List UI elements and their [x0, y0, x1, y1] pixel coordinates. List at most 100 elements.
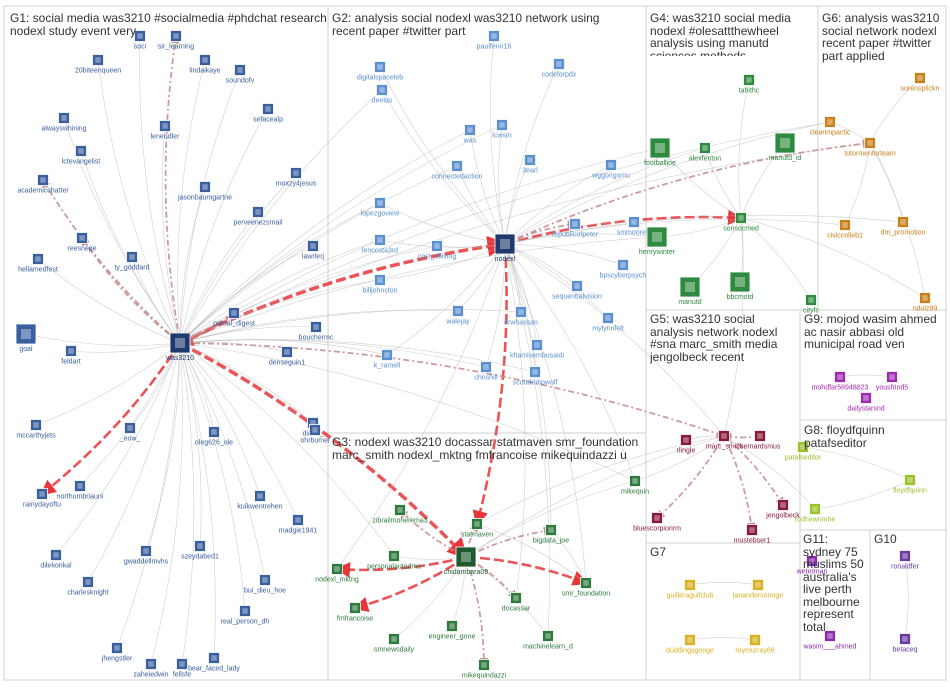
- node-reesnepe[interactable]: reesnepe: [67, 232, 97, 253]
- node-roymurray66[interactable]: roymurray66: [735, 634, 775, 655]
- node-northumbriauni[interactable]: northumbriauni: [57, 480, 104, 501]
- node-soci[interactable]: soci: [134, 30, 147, 51]
- node-cost_ofliving[interactable]: cost_ofliving: [418, 240, 457, 261]
- node-oleg626_ole[interactable]: oleg626_ole: [195, 426, 233, 447]
- node-sequentialvision[interactable]: sequentialvision: [552, 280, 602, 301]
- node-mylynnfelt[interactable]: mylynnfelt: [592, 312, 624, 333]
- node-20biteenqueen[interactable]: 20biteenqueen: [75, 54, 121, 75]
- node-nodexl[interactable]: nodexl: [494, 233, 516, 263]
- node-mikequin[interactable]: mikequin: [621, 475, 649, 496]
- node-tutormentorteam[interactable]: tutormentorteam: [844, 137, 896, 158]
- node-clearimpactic[interactable]: clearimpactic: [810, 116, 851, 137]
- node-bbcmotd[interactable]: bbcmotd: [727, 271, 754, 301]
- node-dilekonkal[interactable]: dilekonkal: [40, 549, 72, 570]
- node-was3210[interactable]: was3210: [165, 332, 194, 362]
- node-floydfquinn[interactable]: floydfquinn: [893, 474, 927, 495]
- node-denseguin1[interactable]: denseguin1: [269, 346, 305, 367]
- node-zibrailmohemma3[interactable]: zibrailmohemma3: [372, 504, 428, 525]
- node-lindaikaye[interactable]: lindaikaye: [189, 54, 221, 75]
- node-bernardsmus[interactable]: bernardsmus: [740, 430, 781, 451]
- node-deelas[interactable]: deelas: [372, 84, 393, 105]
- node-_eow_[interactable]: _eow_: [119, 422, 141, 443]
- node-sir_learning[interactable]: sir_learning: [158, 30, 194, 51]
- node-moxzy4jesus[interactable]: moxzy4jesus: [276, 167, 317, 188]
- node-lopezgoview[interactable]: lopezgoview: [361, 197, 400, 218]
- node-smmooreirl[interactable]: smmooreirl: [617, 216, 652, 237]
- node-rlingle[interactable]: rlingle: [677, 434, 696, 455]
- node-smr_foundation[interactable]: smr_foundation: [562, 577, 610, 598]
- node-patafseditor[interactable]: patafseditor: [785, 441, 822, 462]
- node-henrywinter[interactable]: henrywinter: [639, 226, 676, 256]
- node-jengolbeck[interactable]: jengolbeck: [765, 499, 800, 520]
- node-marc_smith[interactable]: marc_smith: [706, 430, 742, 451]
- node-dailystarsnd[interactable]: dailystarsnd: [847, 392, 885, 413]
- node-wasim___ahmed[interactable]: wasim___ahmed: [803, 630, 857, 651]
- node-billjohnston[interactable]: billjohnston: [362, 274, 398, 295]
- node-wggongsmu[interactable]: wggongsmu: [591, 159, 630, 180]
- node-engineer_gone[interactable]: engineer_gone: [429, 620, 476, 641]
- node-cityfc[interactable]: cityfc: [803, 294, 819, 315]
- node-rodhewnmhe[interactable]: rodhewnmhe: [795, 503, 836, 524]
- node-real_person_dh[interactable]: real_person_dh: [221, 605, 270, 626]
- node-jasonbaumgartne[interactable]: jasonbaumgartne: [177, 181, 232, 202]
- node-mustebser1[interactable]: mustebser1: [734, 524, 771, 545]
- node-academicchatter[interactable]: academicchatter: [17, 174, 69, 195]
- node-bluescorpionrm[interactable]: bluescorpionrm: [633, 512, 681, 533]
- node-bui_dieu_hoe[interactable]: bui_dieu_hoe: [244, 574, 286, 595]
- node-connectedaction[interactable]: connectedaction: [432, 160, 483, 181]
- node-tahithc[interactable]: tahithc: [739, 74, 760, 95]
- node-lencosta3rd[interactable]: lencosta3rd: [362, 234, 398, 255]
- node-manutd[interactable]: manutd: [678, 276, 702, 306]
- node-duddingsgonge[interactable]: duddingsgonge: [666, 634, 714, 655]
- node-bear_faced_lady[interactable]: bear_faced_lady: [188, 652, 240, 673]
- node-lcwsm[interactable]: lcwsm: [492, 119, 512, 140]
- node-bpscyberpsych[interactable]: bpscyberpsych: [600, 259, 647, 280]
- node-weterman[interactable]: weterman: [796, 555, 828, 576]
- node-perveenezsmail[interactable]: perveenezsmail: [233, 206, 283, 227]
- node-ty_goddard[interactable]: ty_goddard: [114, 251, 150, 272]
- node-bigdata_joe[interactable]: bigdata_joe: [533, 524, 569, 545]
- node-personalautodms[interactable]: personalautodms: [367, 550, 421, 571]
- node-gwaddellmvhs[interactable]: gwaddellmvhs: [124, 545, 169, 566]
- node-walejay[interactable]: walejay: [445, 305, 470, 326]
- node-sorensplickn[interactable]: sorensplickn: [901, 72, 940, 93]
- node-kuikwentrehen[interactable]: kuikwentrehen: [237, 490, 283, 511]
- node-yousfrind5[interactable]: yousfrind5: [876, 371, 908, 392]
- node-mohdfar56948823[interactable]: mohdfar56948823: [812, 371, 869, 392]
- node-docassar[interactable]: docassar: [502, 592, 531, 613]
- node-betaceq[interactable]: betaceq: [893, 633, 918, 654]
- node-nodexl_mktng[interactable]: nodexl_mktng: [315, 563, 359, 584]
- node-mikequindazzi[interactable]: mikequindazzi: [462, 659, 507, 680]
- node-jhengstler[interactable]: jhengstler: [101, 642, 133, 663]
- node-feldart[interactable]: feldart: [61, 345, 81, 366]
- node-szeydabed1[interactable]: szeydabed1: [181, 540, 219, 561]
- node-civiccolleb1[interactable]: civiccolleb1: [827, 219, 863, 240]
- node-soundofv[interactable]: soundofv: [226, 64, 255, 85]
- node-chrishill[interactable]: chrishill: [474, 361, 498, 382]
- node-sefacealp[interactable]: sefacealp: [253, 103, 283, 124]
- node-chidambara09[interactable]: chidambara09: [444, 546, 488, 576]
- node-ohrbumei[interactable]: ohrbumei: [300, 424, 330, 445]
- node-fellsfe[interactable]: fellsfe: [173, 658, 191, 679]
- node-ronaldfer[interactable]: ronaldfer: [891, 550, 919, 571]
- node-digitalspaceleb[interactable]: digitalspaceleb: [357, 61, 403, 82]
- node-fmfrancoise[interactable]: fmfrancoise: [337, 602, 373, 623]
- node-lawrlerj[interactable]: lawrlerj: [302, 240, 325, 261]
- node-goal[interactable]: goal: [15, 323, 37, 353]
- node-3earl[interactable]: 3earl: [522, 154, 538, 175]
- node-mccarthyjets[interactable]: mccarthyjets: [16, 419, 56, 440]
- node-machinelearn_d[interactable]: machinelearn_d: [523, 630, 573, 651]
- node-lanandersonnge[interactable]: lanandersonnge: [733, 579, 783, 600]
- node-guilleraguifclub[interactable]: guilleraguifclub: [667, 579, 714, 600]
- node-sonsocmed[interactable]: sonsocmed: [723, 212, 759, 233]
- node-drwhassan[interactable]: drwhassan: [504, 306, 538, 327]
- node-alwayswhining[interactable]: alwayswhining: [41, 112, 87, 133]
- node-rainydayoftu[interactable]: rainydayoftu: [23, 488, 61, 509]
- node-khamisembusaidi[interactable]: khamisembusaidi: [510, 339, 565, 360]
- node-smnewsdaily[interactable]: smnewsdaily: [374, 633, 415, 654]
- node-zaheiedwin[interactable]: zaheiedwin: [133, 658, 169, 679]
- node-was[interactable]: was: [463, 124, 477, 145]
- node-dm_promotion[interactable]: dm_promotion: [881, 216, 926, 237]
- node-k_ramell[interactable]: k_ramell: [374, 349, 401, 370]
- node-charlesknight[interactable]: charlesknight: [67, 576, 109, 597]
